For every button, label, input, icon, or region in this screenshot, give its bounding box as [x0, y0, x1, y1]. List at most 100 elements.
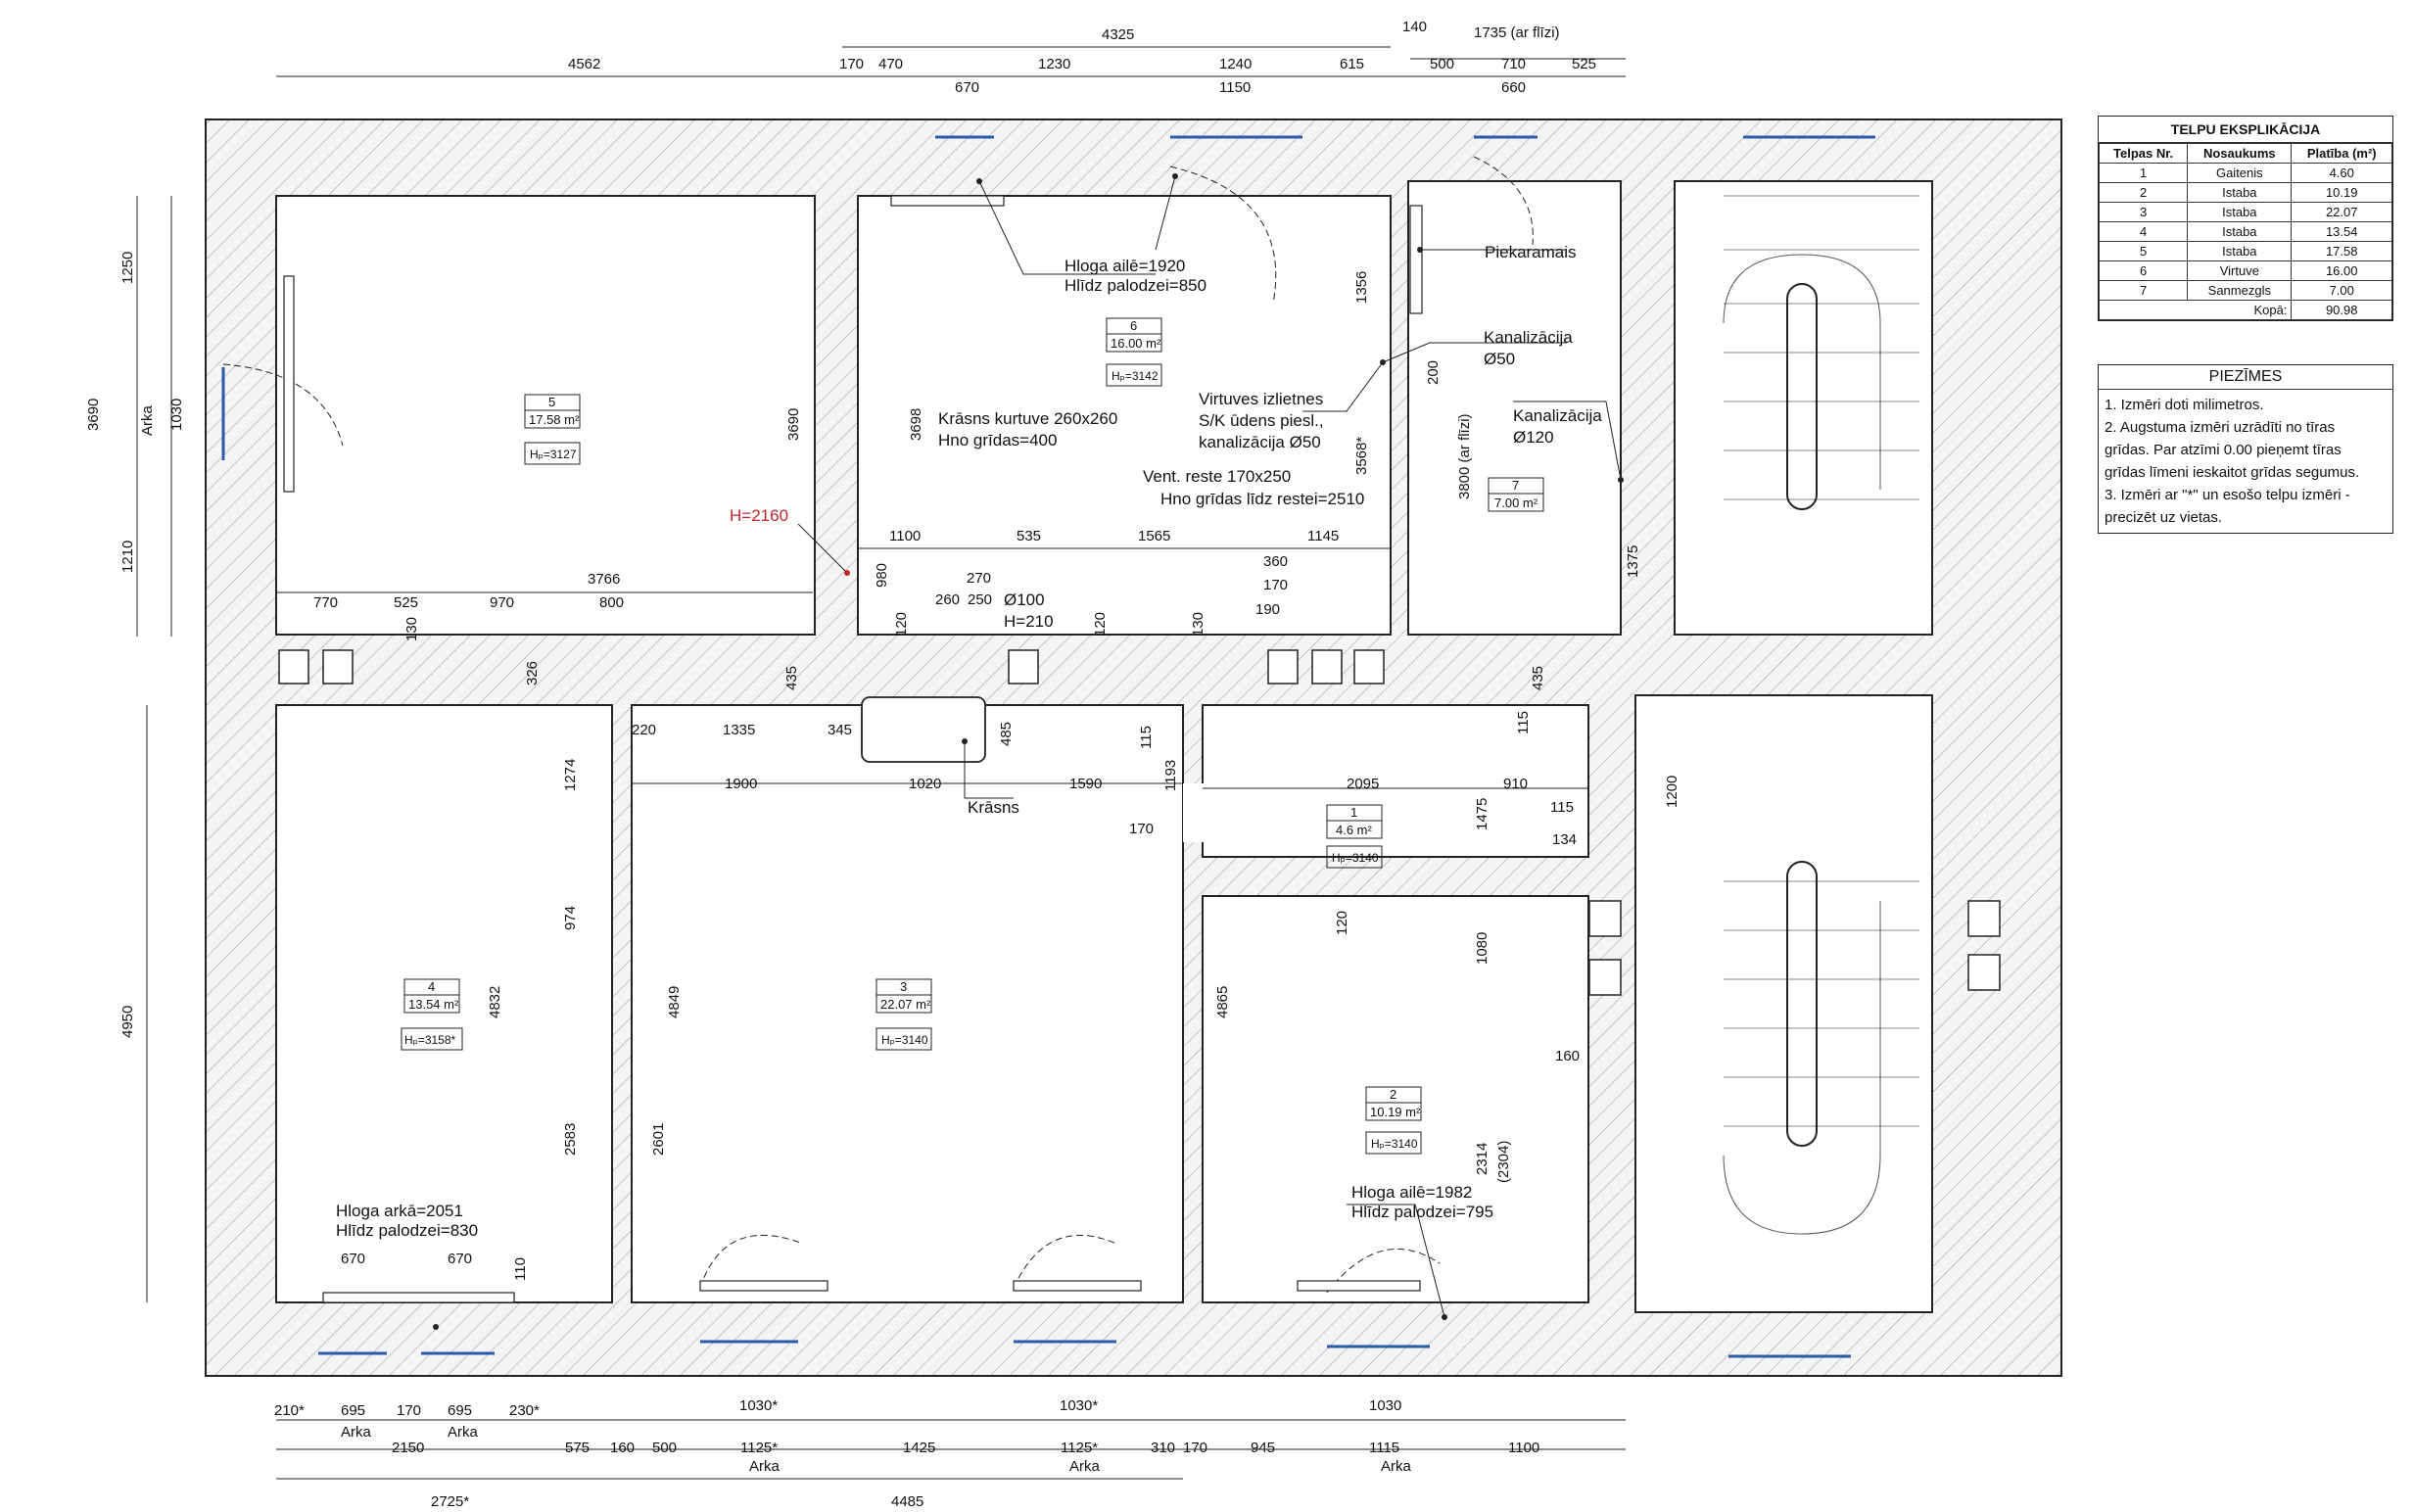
note-line: 2. Augstuma izmēri uzrādīti no tīras	[2105, 419, 2336, 436]
note-line: 3. Izmēri ar "*" un esošo telpu izmēri -	[2105, 487, 2350, 503]
dim-bottom2: 1115	[1369, 1440, 1399, 1456]
notes-panel: PIEZĪMES 1. Izmēri doti milimetros. 2. A…	[2098, 364, 2393, 534]
dim-room7: 3800 (ar flīzi)	[1456, 413, 1473, 499]
dim-corr: 2095	[1347, 776, 1379, 792]
toilet-label: Piekaramais	[1485, 243, 1577, 261]
dim-top: 615	[1340, 56, 1364, 72]
dim-room4: 110	[512, 1257, 529, 1281]
drain-1-size: Ø50	[1484, 350, 1515, 368]
dim-bottom: 695	[341, 1402, 365, 1419]
dim-arka: Arka	[341, 1424, 372, 1441]
dim-room4: 670	[448, 1251, 472, 1267]
room-7-no: 7	[1512, 478, 1519, 493]
windows	[221, 135, 1875, 1358]
dim-room7: 200	[1425, 360, 1442, 385]
dim-room5: 3690	[785, 408, 802, 441]
dim-bottom: 170	[397, 1402, 421, 1419]
vent-label: Vent. reste 170x250	[1143, 467, 1291, 486]
dim-bottom3: 4485	[891, 1493, 923, 1510]
dim-bottom2: 310	[1151, 1440, 1175, 1456]
dim-corr: 345	[828, 722, 852, 738]
drain-1-label: Kanalizācija	[1484, 328, 1573, 347]
dim-corr: 4865	[1214, 986, 1231, 1018]
dim-top: 140	[1402, 19, 1427, 35]
room-1-no: 1	[1350, 805, 1357, 820]
dim-bottom2: 1125*	[1061, 1440, 1098, 1456]
dim-arka: Arka	[749, 1458, 781, 1475]
total-row: Kopā: 90.98	[2098, 300, 2392, 320]
dim-corr: 485	[998, 722, 1015, 746]
dim-room6: 270	[967, 570, 991, 587]
dim-corr: 1590	[1069, 776, 1102, 792]
callout-leaders	[797, 175, 1622, 1318]
dim-room6: 1100	[889, 528, 921, 544]
stove-label: Krāsns	[968, 798, 1019, 817]
dim-room6: 3568*	[1353, 437, 1370, 475]
stove-firebox: Krāsns kurtuve 260x260	[938, 409, 1117, 428]
room-2-area: 10.19 m²	[1370, 1105, 1421, 1119]
room-4-no: 4	[428, 979, 435, 994]
dim-bottom2: 1100	[1508, 1440, 1539, 1456]
room-2-height: Hₚ=3140	[1371, 1137, 1418, 1151]
room-4-height: Hₚ=3158*	[404, 1033, 456, 1047]
callout-dots	[433, 173, 1624, 1330]
stairs	[1723, 195, 1919, 1235]
dim-bottom: 1030	[1369, 1397, 1401, 1414]
dim-top2: 4325	[1102, 26, 1134, 43]
dim-room4: 4849	[666, 986, 683, 1018]
total-value: 90.98	[2291, 300, 2392, 320]
room-3-height: Hₚ=3140	[881, 1033, 928, 1047]
room-tags	[401, 317, 1544, 1155]
dim-bottom2: 2150	[392, 1440, 424, 1456]
dimension-lines	[136, 46, 1626, 1480]
dim-room5: 525	[394, 594, 418, 611]
dim-corr: 910	[1503, 776, 1528, 792]
dim-room7: 115	[1515, 711, 1532, 734]
height-marker: H=2160	[730, 506, 788, 525]
col-header-number: Telpas Nr.	[2098, 143, 2189, 164]
dim-left: Arka	[139, 405, 156, 437]
total-label: Kopā:	[2098, 300, 2293, 320]
dim-bottom2: 1125*	[740, 1440, 778, 1456]
stove	[861, 696, 986, 763]
dim-arka: Arka	[448, 1424, 479, 1441]
room-2-no: 2	[1390, 1087, 1396, 1102]
dim-room7: 1200	[1664, 776, 1680, 808]
dim-room4: 2583	[562, 1123, 579, 1156]
explication-title: TELPU EKSPLIKĀCIJA	[2099, 117, 2392, 143]
dim-arka: Arka	[1381, 1458, 1412, 1475]
dim-room6: 3698	[908, 408, 924, 441]
dim-room6: 435	[783, 666, 800, 690]
notes-list: 1. Izmēri doti milimetros. 2. Augstuma i…	[2099, 390, 2392, 533]
dim-room5: 770	[313, 594, 338, 611]
dim-room6: 535	[1017, 528, 1041, 544]
window-2-sill: Hlīdz palodzei=795	[1351, 1203, 1493, 1221]
room-6-no: 6	[1130, 318, 1137, 333]
dim-room7: 1375	[1625, 545, 1641, 578]
dim-room5: 970	[490, 594, 514, 611]
dim-top: 1240	[1219, 56, 1252, 72]
door-swings	[222, 156, 1534, 1294]
sink-drain: kanalizācija Ø50	[1199, 433, 1321, 451]
dim-room4: 4832	[487, 986, 503, 1018]
dim-room6: 1145	[1307, 528, 1339, 544]
dim-corr: 115	[1138, 726, 1155, 749]
dim-corr: 120	[1334, 911, 1350, 935]
dim-corr: 1475	[1474, 798, 1490, 830]
vent-height: Hno grīdas līdz restei=2510	[1160, 490, 1364, 508]
dim-room6: 1356	[1353, 271, 1370, 304]
dim-top2: 1735 (ar flīzi)	[1474, 24, 1560, 41]
dim-corr: 1193	[1162, 760, 1179, 791]
room-1-height: Hₚ=3140	[1332, 851, 1379, 865]
radiators	[283, 195, 1423, 1303]
room-6-height: Hₚ=3142	[1112, 369, 1159, 383]
dim-room6: 1565	[1138, 528, 1170, 544]
dim-top: 1150	[1219, 79, 1251, 96]
dim-corr: 170	[1129, 821, 1154, 837]
